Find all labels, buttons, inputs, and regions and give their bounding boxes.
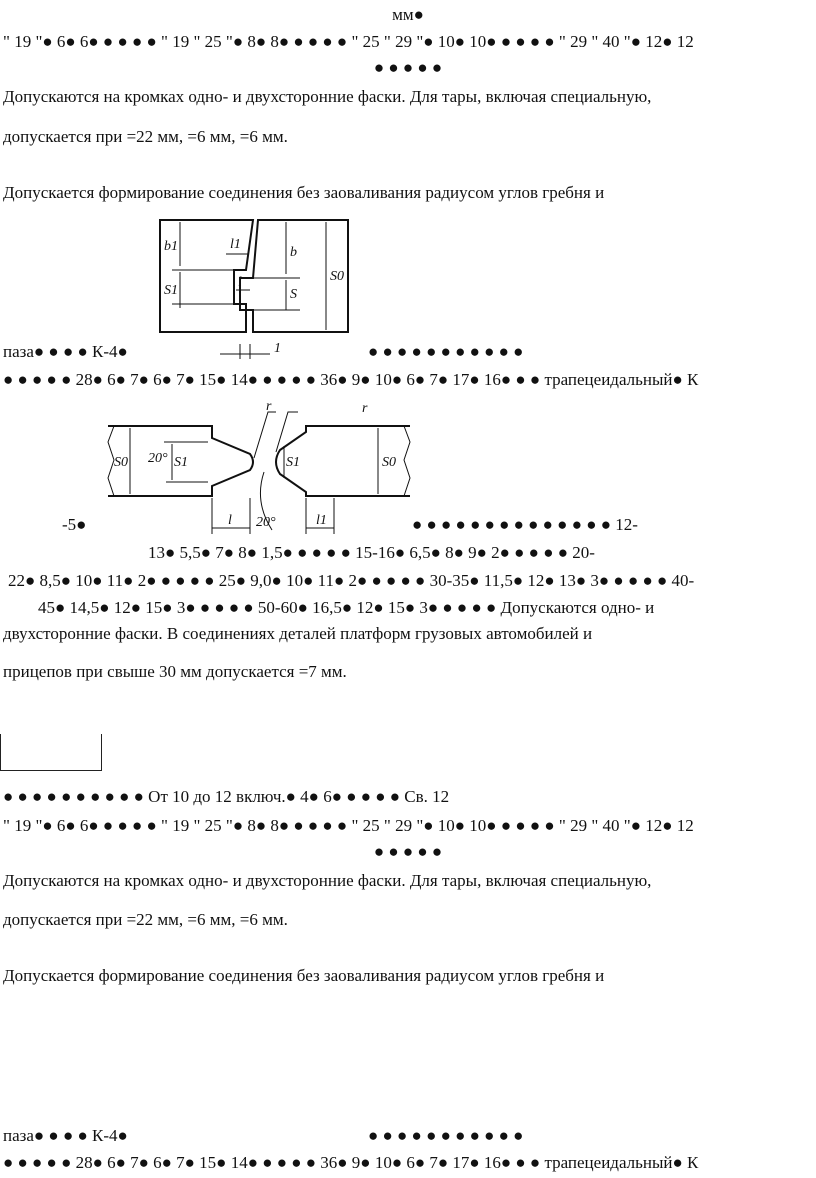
dim-label-s0: S0 [330, 269, 344, 284]
table-row: ● ● ● ● ● ● ● ● ● ● От 10 до 12 включ.● … [3, 787, 450, 806]
paragraph-text: Допускается формирование соединения без … [3, 183, 605, 202]
table-row: " 19 "● 6● 6● ● ● ● ● " 19 " 25 "● 8● 8●… [3, 816, 694, 835]
table-row: ● ● ● ● ● ● ● ● ● ● ● [368, 342, 524, 361]
dim-label-b1: b1 [164, 239, 178, 254]
table-row: 22● 8,5● 10● 11● 2● ● ● ● ● 25● 9,0● 10●… [8, 571, 695, 590]
joint-drawing-stepped: b1 l1 b S1 l S S0 1 [150, 214, 360, 364]
dim-label-s0-left: S0 [114, 455, 128, 470]
dim-label-l: l [238, 275, 242, 290]
paragraph-text: Допускаются на кромках одно- и двухсторо… [3, 871, 652, 890]
dim-label-l1: l1 [316, 513, 327, 528]
paragraph-text: Допускается формирование соединения без … [3, 966, 605, 985]
angle-label-bottom: 20° [256, 515, 276, 530]
paragraph-text: допускается при =22 мм, =6 мм, =6 мм. [3, 910, 288, 929]
paragraph-text: двухсторонние фаски. В соединениях детал… [3, 624, 593, 643]
dim-label-s1-left: S1 [174, 455, 188, 470]
paragraph-text: допускается при =22 мм, =6 мм, =6 мм. [3, 127, 288, 146]
radius-label-left: r [266, 399, 272, 414]
table-row: ● ● ● ● ● 28● 6● 7● 6● 7● 15● 14● ● ● ● … [3, 370, 699, 389]
table-row: ● ● ● ● ● [373, 58, 443, 77]
table-row: ● ● ● ● ● 28● 6● 7● 6● 7● 15● 14● ● ● ● … [3, 1153, 699, 1172]
joint-drawing-trapezoidal: r r S0 20° S1 S1 S0 l 20° l1 [104, 399, 414, 542]
table-row: 13● 5,5● 7● 8● 1,5● ● ● ● ● 15-16● 6,5● … [148, 543, 595, 562]
dim-label-s0-right: S0 [382, 455, 396, 470]
table-row: ● ● ● ● ● ● ● ● ● ● ● [368, 1126, 524, 1145]
dim-label-s1: S1 [164, 283, 178, 298]
table-row: ● ● ● ● ● ● ● ● ● ● ● ● ● ● 12- [412, 515, 638, 534]
table-row: -5● [62, 515, 87, 534]
dim-label-l: l [228, 513, 232, 528]
dim-label-1: 1 [274, 341, 281, 356]
paragraph-text: Допускаются на кромках одно- и двухсторо… [3, 87, 652, 106]
angle-label-left: 20° [148, 451, 168, 466]
dim-label-b: b [290, 245, 297, 260]
dim-label-l1: l1 [230, 237, 241, 252]
units-label: мм● [392, 5, 424, 24]
table-row: паза● ● ● ● К-4● [3, 342, 128, 361]
dim-label-s1-right: S1 [286, 455, 300, 470]
table-row: паза● ● ● ● К-4● [3, 1126, 128, 1145]
radius-label-right: r [362, 401, 368, 416]
table-row: ● ● ● ● ● [373, 842, 443, 861]
paragraph-text: прицепов при свыше 30 мм допускается =7 … [3, 662, 347, 681]
table-row: " 19 "● 6● 6● ● ● ● ● " 19 " 25 "● 8● 8●… [3, 32, 694, 51]
dim-label-s: S [290, 287, 297, 302]
table-row: 45● 14,5● 12● 15● 3● ● ● ● ● 50-60● 16,5… [38, 598, 655, 617]
empty-table-cell [0, 734, 102, 771]
